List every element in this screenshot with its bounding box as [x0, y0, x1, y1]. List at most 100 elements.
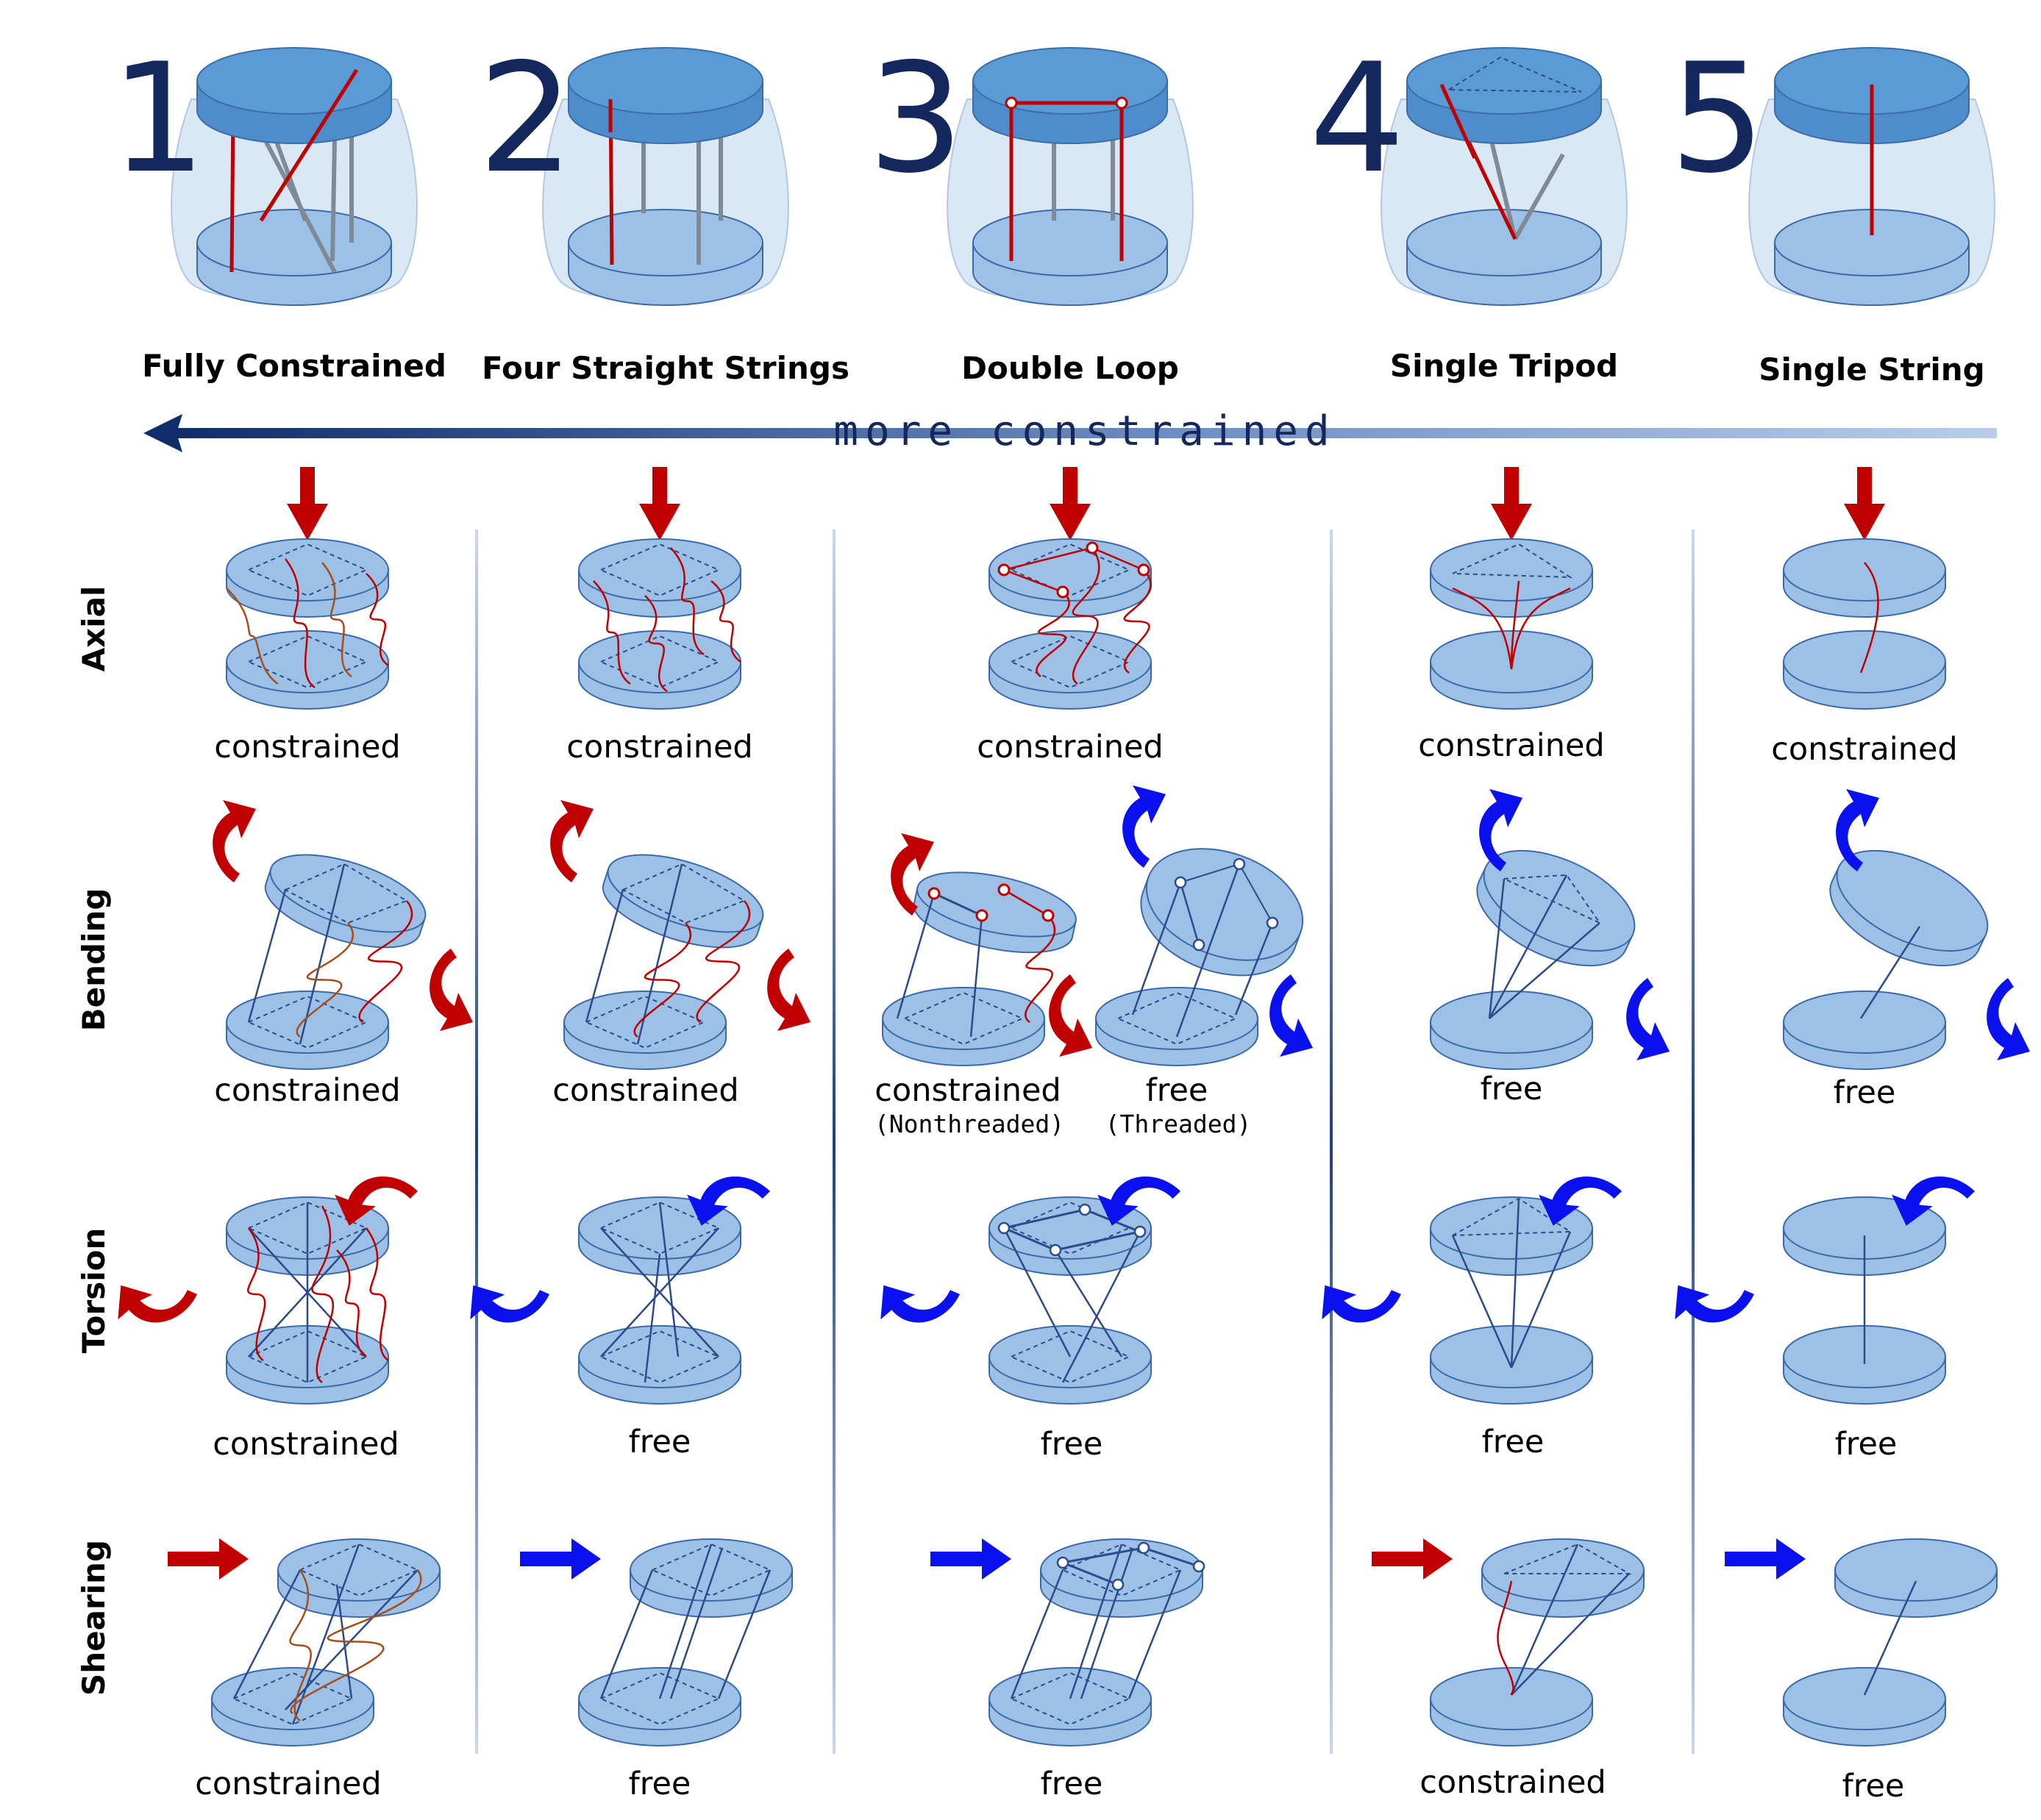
jar-base-disc	[972, 209, 1168, 306]
slack-string	[365, 1227, 389, 1362]
axial-cell-3	[989, 467, 1152, 710]
bottom-disc	[226, 991, 389, 1070]
torsion-cell-5	[1675, 1177, 1975, 1405]
caption-bending-3a: constrained	[875, 1072, 1061, 1109]
jar-lid	[1406, 47, 1602, 115]
curved-arrow-icon	[550, 800, 594, 882]
torsion-cell-2	[470, 1177, 770, 1405]
bending-cell-2	[550, 800, 811, 1070]
top-square	[246, 543, 368, 597]
top-square	[621, 863, 747, 924]
caption-bending-5: free	[1834, 1074, 1896, 1111]
top-disc	[578, 538, 741, 618]
bottom-disc	[578, 1667, 741, 1746]
row-label-axial: Axial	[76, 586, 112, 672]
slack-string	[226, 588, 279, 685]
bottom-disc	[989, 1325, 1152, 1405]
curved-arrow-icon	[430, 949, 473, 1031]
caption-axial-5: constrained	[1771, 731, 1957, 768]
caption-shearing-2: free	[629, 1766, 691, 1802]
string	[969, 915, 983, 1038]
curved-arrow-icon	[1479, 789, 1522, 871]
string	[1069, 1544, 1123, 1699]
string	[1080, 1547, 1134, 1699]
caption-shearing-1: constrained	[195, 1766, 381, 1802]
curved-arrow-icon	[1987, 978, 2030, 1060]
bottom-disc	[882, 987, 1045, 1066]
string	[1487, 132, 1517, 240]
bottom-disc	[1430, 1667, 1593, 1746]
curved-arrow-icon	[335, 1177, 418, 1226]
slack-string	[696, 900, 751, 1024]
bottom-square	[1009, 635, 1131, 689]
string	[247, 889, 287, 1023]
bead	[1056, 585, 1069, 599]
arrow-label: more constrained	[833, 407, 1336, 455]
top-square	[1009, 1201, 1131, 1255]
bottom-square	[599, 1671, 721, 1726]
right-arrow-icon	[1725, 1538, 1806, 1580]
bead	[975, 909, 989, 922]
slack-string	[289, 1569, 312, 1722]
curved-arrow-icon	[1122, 785, 1166, 868]
column-title-4: Single Tripod	[1390, 348, 1618, 384]
top-square	[650, 1543, 772, 1597]
string	[1062, 1561, 1119, 1586]
top-square	[599, 1201, 721, 1255]
tripod-triangle	[1452, 543, 1573, 579]
string	[1003, 1208, 1086, 1230]
string	[669, 1547, 724, 1699]
slack-string	[358, 900, 413, 1024]
jar-icon	[947, 47, 1194, 306]
jar-icon	[1748, 47, 1995, 306]
slack-string	[593, 580, 631, 685]
column-number-4: 4	[1309, 32, 1405, 207]
caption-shearing-3: free	[1041, 1766, 1103, 1802]
down-arrow-icon	[287, 467, 328, 540]
bead	[1174, 876, 1187, 889]
string	[330, 139, 337, 262]
string	[644, 1253, 661, 1383]
string	[1061, 1231, 1141, 1383]
caption-bending-3b-sub: (Threaded)	[1105, 1110, 1252, 1138]
column-number-3: 3	[868, 32, 963, 207]
curved-arrow-icon	[1269, 974, 1313, 1057]
bead	[1192, 938, 1205, 952]
bead	[997, 883, 1011, 896]
bottom-disc	[1783, 1667, 1946, 1746]
bead	[1078, 1203, 1091, 1216]
curved-arrow-icon	[767, 949, 811, 1031]
top-disc	[630, 1538, 793, 1618]
slack-string	[1036, 591, 1070, 678]
torsion-cell-1	[118, 1177, 418, 1405]
caption-torsion-4: free	[1482, 1424, 1545, 1460]
bottom-disc	[989, 1667, 1152, 1746]
bottom-disc	[563, 991, 727, 1070]
string	[1003, 546, 1093, 571]
string	[1003, 568, 1064, 593]
caption-torsion-3: free	[1041, 1426, 1103, 1463]
caption-torsion-5: free	[1835, 1426, 1898, 1463]
divider-4	[1692, 529, 1695, 1754]
string	[658, 1544, 713, 1699]
bending-cell-5	[1783, 789, 2030, 1070]
top-disc	[989, 538, 1152, 618]
curved-arrow-icon	[118, 1285, 197, 1323]
top-square	[1061, 1543, 1183, 1597]
top-disc	[277, 1538, 441, 1618]
curved-arrow-icon	[1836, 789, 1879, 871]
shearing-cell-2	[520, 1538, 793, 1746]
caption-torsion-1: constrained	[213, 1426, 399, 1463]
captions: constrained constrained constrained cons…	[195, 727, 1957, 1805]
caption-axial-2: constrained	[566, 729, 752, 766]
caption-shearing-5: free	[1842, 1768, 1905, 1805]
slack-string	[1497, 1580, 1514, 1696]
curved-arrow-icon	[1097, 1177, 1180, 1226]
jar-base-disc	[196, 209, 392, 306]
string	[1489, 922, 1600, 1019]
shearing-cell-5	[1725, 1538, 1998, 1746]
slack-string	[644, 595, 668, 693]
string	[1010, 1569, 1064, 1699]
shearing-cell-1	[168, 1538, 441, 1746]
slack-string	[366, 573, 389, 667]
